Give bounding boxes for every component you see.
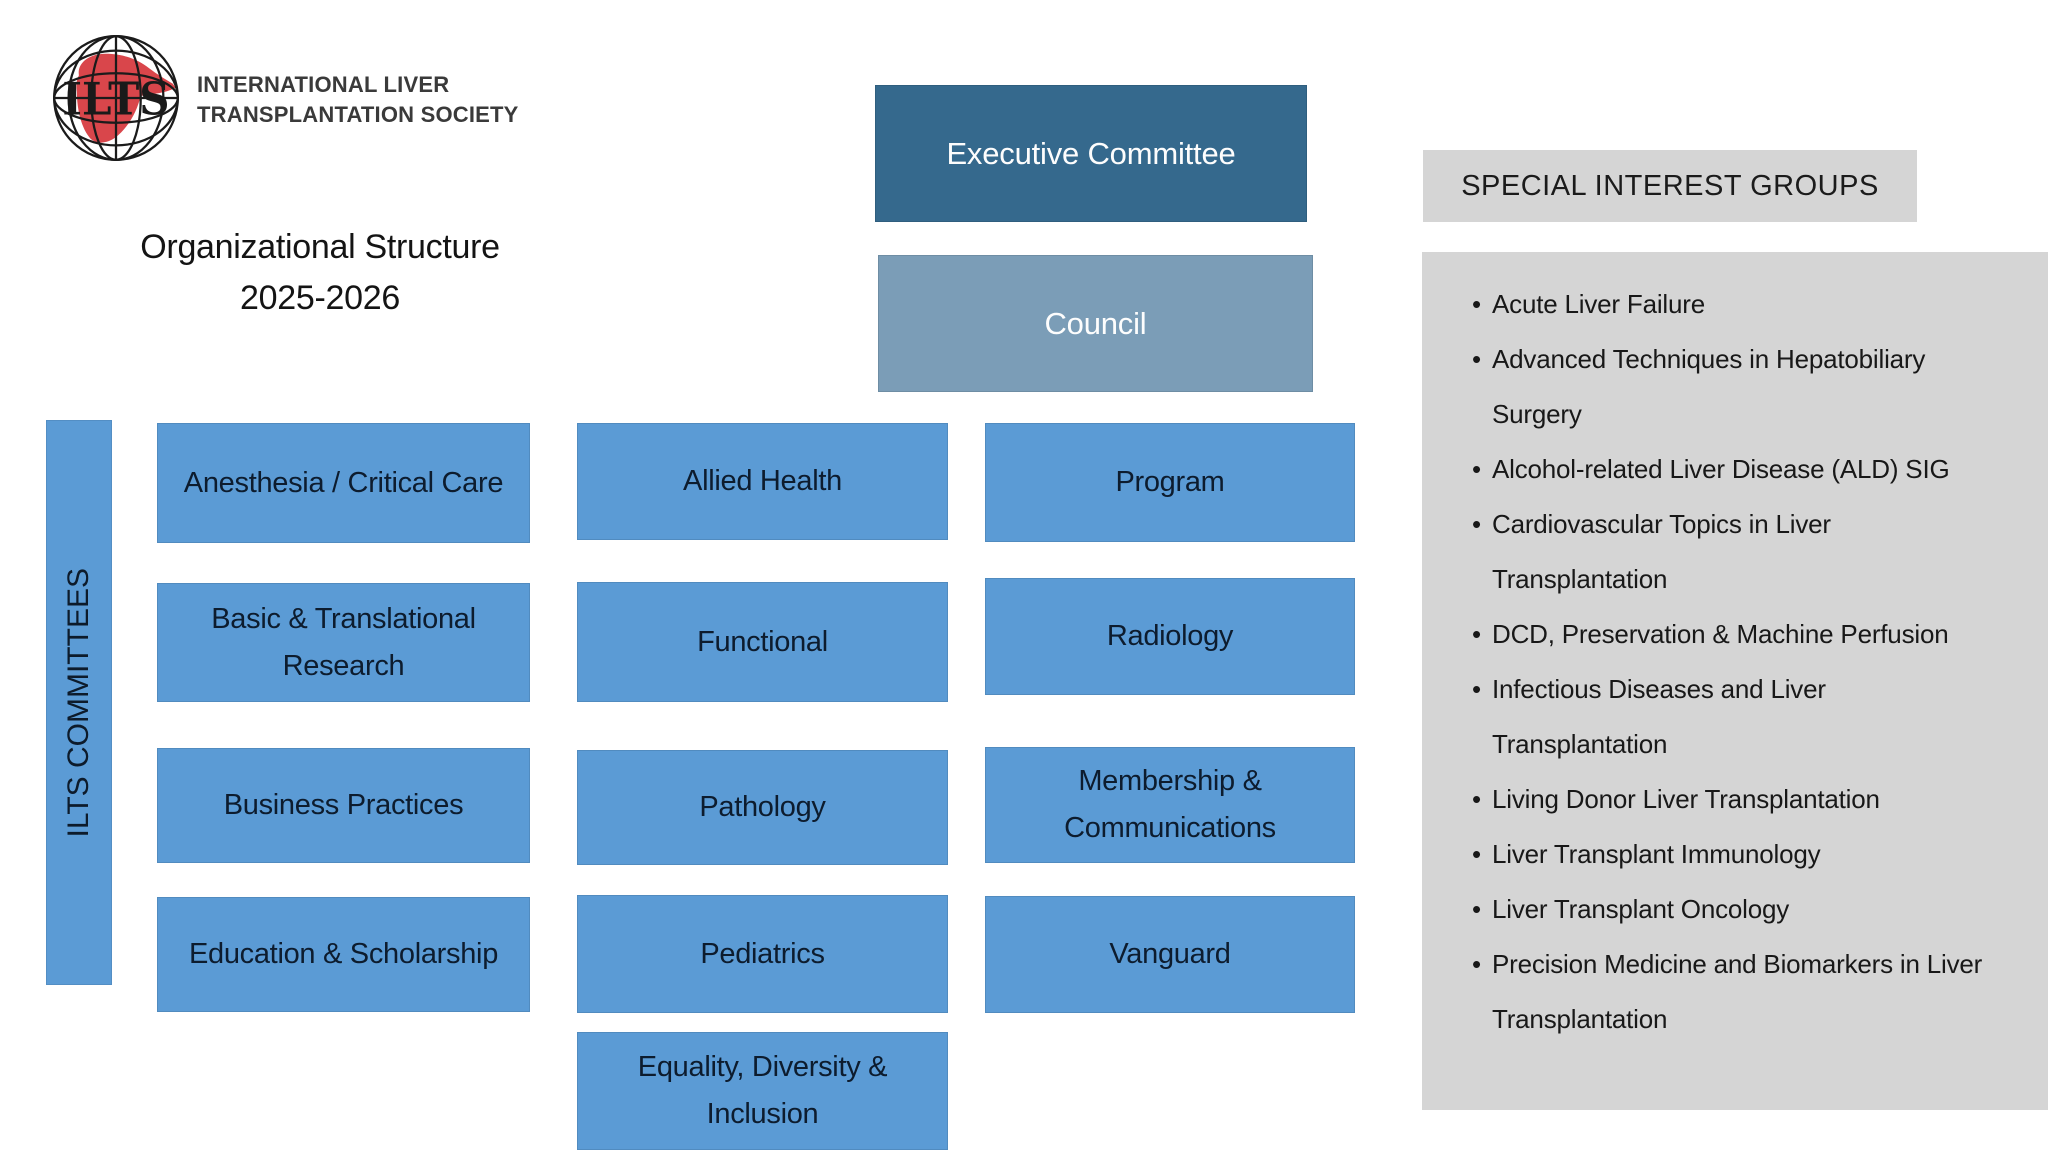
sig-item: Liver Transplant Immunology (1422, 827, 2048, 882)
committee-business-practices: Business Practices (157, 748, 530, 863)
org-name-line2: TRANSPLANTATION SOCIETY (197, 102, 519, 127)
globe-icon (53, 35, 179, 161)
committee-membership-communications: Membership & Communications (985, 747, 1355, 863)
committee-equality-diversity-inclusion: Equality, Diversity & Inclusion (577, 1032, 948, 1150)
ilts-logo: ILTS (53, 35, 179, 161)
sig-item: Precision Medicine and Biomarkers in Liv… (1422, 937, 2048, 1047)
committee-pathology: Pathology (577, 750, 948, 865)
page-title-line2: 2025-2026 (240, 279, 400, 317)
sig-list: Acute Liver Failure Advanced Techniques … (1422, 277, 2048, 1047)
sig-item: Infectious Diseases and Liver Transplant… (1422, 662, 2048, 772)
ilts-acronym: ILTS (62, 71, 169, 125)
sig-item: Cardiovascular Topics in Liver Transplan… (1422, 497, 2048, 607)
committee-basic-translational-research: Basic & Translational Research (157, 583, 530, 702)
org-name-line1: INTERNATIONAL LIVER (197, 72, 450, 97)
sig-item: DCD, Preservation & Machine Perfusion (1422, 607, 2048, 662)
page-title-line1: Organizational Structure (140, 228, 500, 266)
committee-anesthesia-critical-care: Anesthesia / Critical Care (157, 423, 530, 543)
committee-education-scholarship: Education & Scholarship (157, 897, 530, 1012)
committee-program: Program (985, 423, 1355, 542)
committee-functional: Functional (577, 582, 948, 702)
sig-item: Advanced Techniques in Hepatobiliary Sur… (1422, 332, 2048, 442)
ilts-committees-bar: ILTS COMMITTEES (46, 420, 112, 985)
sig-item: Liver Transplant Oncology (1422, 882, 2048, 937)
sig-header: SPECIAL INTEREST GROUPS (1423, 150, 1917, 222)
page-title: Organizational Structure 2025-2026 (105, 222, 535, 324)
committee-pediatrics: Pediatrics (577, 895, 948, 1013)
sig-item: Living Donor Liver Transplantation (1422, 772, 2048, 827)
org-name: INTERNATIONAL LIVER TRANSPLANTATION SOCI… (197, 70, 557, 130)
committee-allied-health: Allied Health (577, 423, 948, 540)
sig-panel: Acute Liver Failure Advanced Techniques … (1422, 252, 2048, 1110)
ilts-committees-label: ILTS COMMITTEES (62, 567, 95, 838)
sig-item: Acute Liver Failure (1422, 277, 2048, 332)
committee-vanguard: Vanguard (985, 896, 1355, 1013)
committee-radiology: Radiology (985, 578, 1355, 695)
council-box: Council (878, 255, 1313, 392)
sig-item: Alcohol-related Liver Disease (ALD) SIG (1422, 442, 2048, 497)
executive-committee-box: Executive Committee (875, 85, 1307, 222)
